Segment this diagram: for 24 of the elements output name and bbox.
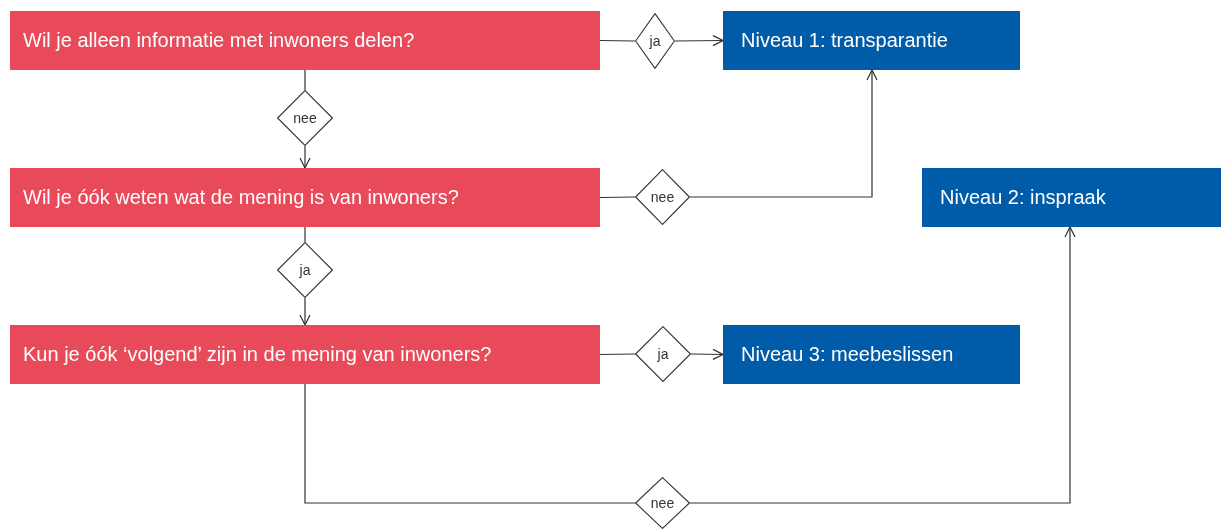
- connector-arrow: [689, 226, 1076, 504]
- connector-arrow: [690, 348, 724, 360]
- connector-arrow: [689, 69, 878, 198]
- question-box: [10, 11, 600, 70]
- question-text: Wil je óók weten wat de mening is van inwoners?: [23, 186, 459, 209]
- answer-label: nee: [650, 189, 675, 205]
- level-box: [922, 168, 1221, 227]
- question-text: Wil je alleen informatie met inwoners delen?: [23, 29, 415, 52]
- answer-label: ja: [299, 262, 311, 278]
- level-text: Niveau 2: inspraak: [940, 186, 1106, 209]
- question-box: [10, 325, 600, 384]
- answer-label: nee: [293, 110, 317, 126]
- answer-label: nee: [650, 495, 675, 511]
- level-text: Niveau 3: meebeslissen: [741, 343, 954, 366]
- level-box: [723, 11, 1020, 70]
- level-box: [723, 325, 1020, 384]
- level-text: Niveau 1: transparantie: [741, 29, 948, 52]
- connector-arrow: [674, 35, 724, 47]
- answer-label: ja: [649, 33, 661, 49]
- question-text: Kun je óók ‘volgend’ zijn in de mening van inwoners?: [23, 343, 492, 366]
- answer-label: ja: [657, 346, 669, 362]
- connector-arrow: [299, 297, 311, 326]
- question-box: [10, 168, 600, 227]
- connector-arrow: [299, 145, 311, 169]
